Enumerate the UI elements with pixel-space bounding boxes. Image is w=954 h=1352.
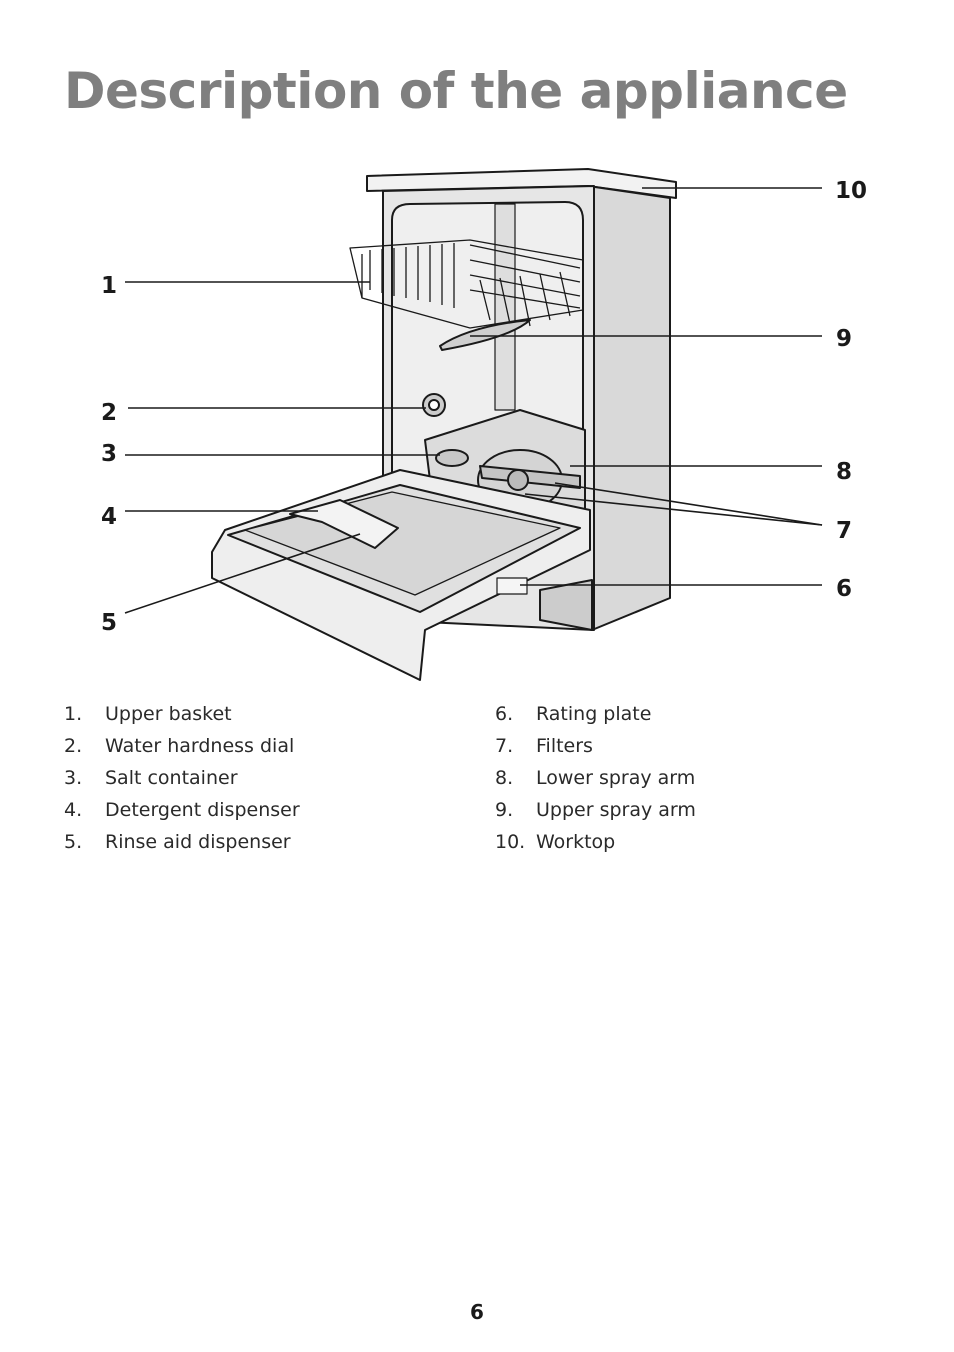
- callout-lines: [124, 187, 823, 614]
- page-title: Description of the appliance: [64, 62, 848, 120]
- legend-number: 10.: [495, 831, 526, 853]
- callout-2: 2: [101, 400, 117, 426]
- salt-container-shape: [435, 449, 469, 467]
- legend-left: 1. Upper basket 2. Water hardness dial 3. S…: [64, 700, 300, 860]
- legend-item: 8. Lower spray arm: [495, 764, 696, 796]
- legend-label: Rinse aid dispenser: [105, 831, 291, 853]
- callout-10: 10: [835, 178, 867, 204]
- callout-4: 4: [101, 504, 117, 530]
- worktop-shape: [366, 168, 677, 199]
- callout-8: 8: [836, 459, 852, 485]
- legend-number: 3.: [64, 767, 83, 789]
- legend-label: Detergent dispenser: [105, 799, 300, 821]
- appliance-diagram: 1 2 3 4 5 6 7 8 9 10: [0, 150, 954, 695]
- legend-number: 2.: [64, 735, 83, 757]
- legend-label: Salt container: [105, 767, 238, 789]
- legend-item: 3. Salt container: [64, 764, 300, 796]
- legend-label: Lower spray arm: [536, 767, 696, 789]
- legend-item: 9. Upper spray arm: [495, 796, 696, 828]
- legend-number: 1.: [64, 703, 83, 725]
- legend-item: 4. Detergent dispenser: [64, 796, 300, 828]
- legend-right: 6. Rating plate 7. Filters 8. Lower spray a…: [495, 700, 696, 860]
- legend-number: 7.: [495, 735, 514, 757]
- legend-number: 4.: [64, 799, 83, 821]
- upper-basket: [349, 239, 584, 329]
- callout-3: 3: [101, 441, 117, 467]
- legend-number: 9.: [495, 799, 514, 821]
- callout-5: 5: [101, 610, 117, 636]
- legend-item: 6. Rating plate: [495, 700, 696, 732]
- cabinet-side: [587, 185, 671, 631]
- legend-item: 2. Water hardness dial: [64, 732, 300, 764]
- filter-cup: [507, 469, 529, 491]
- legend-label: Upper basket: [105, 703, 232, 725]
- legend-label: Water hardness dial: [105, 735, 295, 757]
- callout-numbers: 1 2 3 4 5 6 7 8 9 10: [101, 178, 867, 636]
- plinth: [539, 579, 593, 631]
- legend-label: Upper spray arm: [536, 799, 696, 821]
- rating-plate-shape: [496, 577, 528, 595]
- callout-7: 7: [836, 518, 852, 544]
- upper-spray-arm: [439, 319, 531, 351]
- legend-item: 1. Upper basket: [64, 700, 300, 732]
- lower-spray-arm: [479, 465, 581, 489]
- legend-label: Rating plate: [536, 703, 652, 725]
- callout-1: 1: [101, 273, 117, 299]
- legend-item: 5. Rinse aid dispenser: [64, 828, 300, 860]
- legend-label: Filters: [536, 735, 593, 757]
- legend-item: 10. Worktop: [495, 828, 696, 860]
- tub-back: [494, 203, 516, 411]
- legend-number: 5.: [64, 831, 83, 853]
- page-number: 6: [470, 1300, 484, 1324]
- dishwasher-illustration: [211, 168, 677, 681]
- detergent-dispenser-shape: [289, 499, 399, 549]
- legend-number: 6.: [495, 703, 514, 725]
- legend-item: 7. Filters: [495, 732, 696, 764]
- callout-9: 9: [836, 326, 852, 352]
- legend-number: 8.: [495, 767, 514, 789]
- legend-label: Worktop: [536, 831, 616, 853]
- callout-6: 6: [836, 576, 852, 602]
